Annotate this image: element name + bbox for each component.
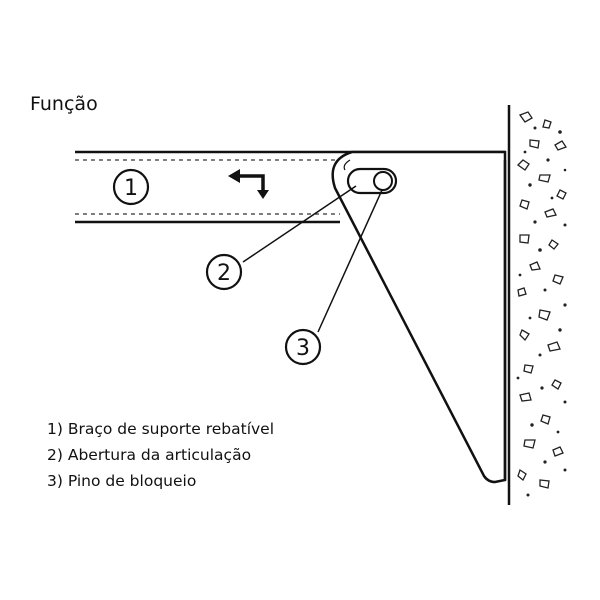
callout-1: 1 bbox=[112, 168, 150, 206]
concrete-wall-icon bbox=[507, 105, 567, 505]
legend-item-3: 3) Pino de bloqueio bbox=[47, 472, 197, 490]
legend-item-2: 2) Abertura da articulação bbox=[47, 446, 252, 464]
svg-text:1: 1 bbox=[124, 176, 138, 201]
locking-pin bbox=[373, 171, 393, 191]
legend-item-1: 1) Braço de suporte rebatível bbox=[47, 420, 275, 438]
leader-line-2 bbox=[242, 185, 357, 263]
callout-3: 3 bbox=[284, 328, 322, 366]
legend: 1) Braço de suporte rebatível 2) Abertur… bbox=[47, 416, 274, 494]
leader-line-3 bbox=[317, 189, 383, 333]
fold-arrow-icon bbox=[228, 169, 269, 199]
bracket-arm bbox=[331, 150, 507, 484]
svg-text:3: 3 bbox=[296, 336, 310, 361]
svg-text:2: 2 bbox=[217, 261, 231, 286]
page-title: Função bbox=[30, 93, 98, 115]
callout-2: 2 bbox=[205, 253, 243, 291]
